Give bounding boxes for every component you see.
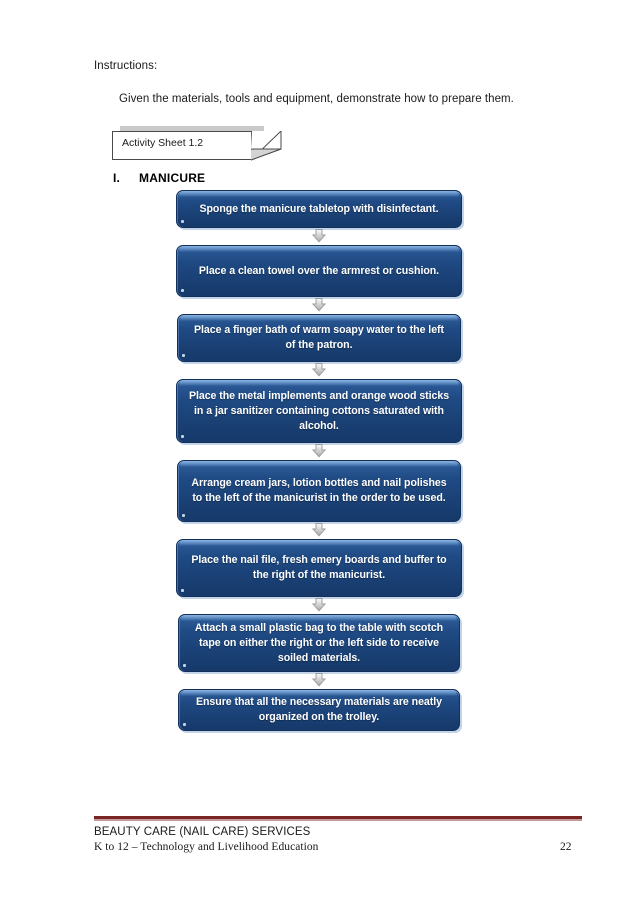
- flow-step-box-4: Place the metal implements and orange wo…: [176, 379, 462, 443]
- flow-connector-1: [0, 228, 638, 245]
- flow-step: Arrange cream jars, lotion bottles and n…: [0, 460, 638, 522]
- flow-step: Place a finger bath of warm soapy water …: [0, 314, 638, 362]
- activity-sheet-note: Activity Sheet 1.2: [112, 126, 282, 168]
- activity-sheet-label: Activity Sheet 1.2: [122, 137, 204, 149]
- flow-step-text-6: Place the nail file, fresh emery boards …: [191, 554, 447, 581]
- flow-step-box-1: Sponge the manicure tabletop with disinf…: [176, 190, 462, 228]
- page-title: I. MANICURE: [113, 171, 205, 185]
- flow-connector-5: [0, 522, 638, 539]
- flow-step-text-4: Place the metal implements and orange wo…: [188, 389, 450, 432]
- down-arrow-icon: [311, 363, 327, 377]
- instructions-label: Instructions:: [94, 60, 158, 72]
- down-arrow-icon: [311, 598, 327, 612]
- flow-step-box-8: Ensure that all the necessary materials …: [178, 689, 460, 731]
- section-numeral: I.: [113, 171, 121, 185]
- instructions-text: Given the materials, tools and equipment…: [119, 93, 514, 105]
- flow-step-box-3: Place a finger bath of warm soapy water …: [177, 314, 461, 362]
- footer-subtitle: K to 12 – Technology and Livelihood Educ…: [94, 841, 319, 853]
- flow-step-text-5: Arrange cream jars, lotion bottles and n…: [191, 477, 447, 504]
- flow-step-box-6: Place the nail file, fresh emery boards …: [176, 539, 462, 597]
- flow-connector-7: [0, 672, 638, 689]
- activity-sheet-note-body: [112, 131, 252, 160]
- flow-connector-2: [0, 297, 638, 314]
- down-arrow-icon: [311, 229, 327, 243]
- down-arrow-icon: [311, 673, 327, 687]
- flow-step: Place a clean towel over the armrest or …: [0, 245, 638, 297]
- flow-step-box-2: Place a clean towel over the armrest or …: [176, 245, 462, 297]
- down-arrow-icon: [311, 523, 327, 537]
- flow-step-text-3: Place a finger bath of warm soapy water …: [194, 324, 444, 351]
- flow-step: Sponge the manicure tabletop with disinf…: [0, 190, 638, 228]
- flow-connector-3: [0, 362, 638, 379]
- flow-connector-4: [0, 443, 638, 460]
- section-title: MANICURE: [139, 171, 206, 185]
- flow-connector-6: [0, 597, 638, 614]
- footer-divider-thick: [94, 816, 582, 819]
- flow-step: Place the metal implements and orange wo…: [0, 379, 638, 443]
- flow-step-box-5: Arrange cream jars, lotion bottles and n…: [177, 460, 461, 522]
- footer-divider: [94, 816, 582, 821]
- flow-step-text-2: Place a clean towel over the armrest or …: [198, 264, 440, 277]
- flow-step: Place the nail file, fresh emery boards …: [0, 539, 638, 597]
- flow-step-text-7: Attach a small plastic bag to the table …: [194, 621, 444, 664]
- down-arrow-icon: [311, 298, 327, 312]
- page-number: 22: [560, 841, 572, 853]
- footer-title: BEAUTY CARE (NAIL CARE) SERVICES: [94, 826, 311, 838]
- flow-step-text-8: Ensure that all the necessary materials …: [196, 696, 442, 723]
- manicure-flowchart: Sponge the manicure tabletop with disinf…: [0, 190, 638, 731]
- flow-step-box-7: Attach a small plastic bag to the table …: [178, 614, 460, 672]
- flow-step: Ensure that all the necessary materials …: [0, 689, 638, 731]
- footer-divider-thin: [94, 819, 582, 821]
- flow-step-text-1: Sponge the manicure tabletop with disinf…: [199, 202, 439, 215]
- down-arrow-icon: [311, 444, 327, 458]
- flow-step: Attach a small plastic bag to the table …: [0, 614, 638, 672]
